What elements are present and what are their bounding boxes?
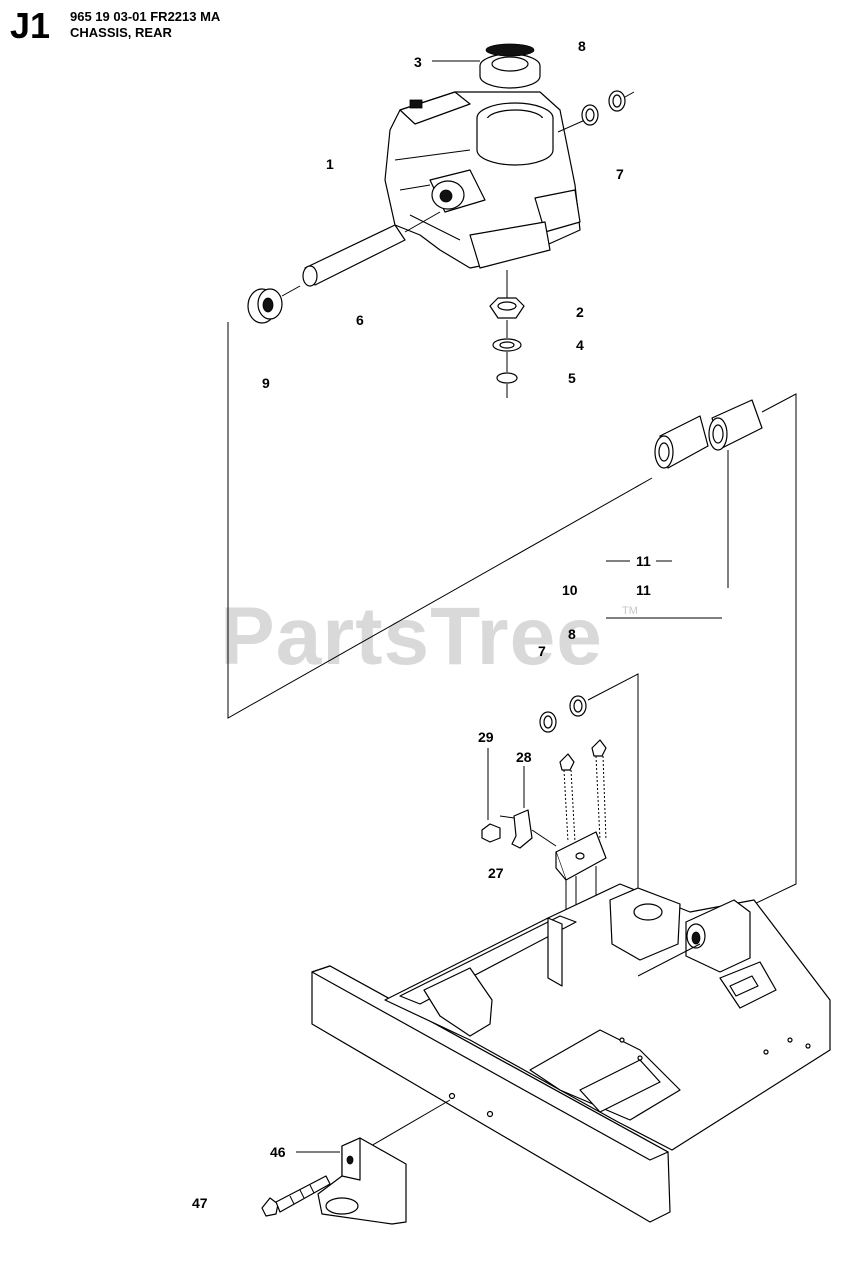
part-shaft-6 <box>302 211 441 287</box>
part-axle-housing-1 <box>384 91 581 269</box>
callout-4: 4 <box>576 337 584 353</box>
callout-7-middle: 7 <box>538 643 546 659</box>
callout-6: 6 <box>356 312 364 328</box>
model-line: 965 19 03-01 FR2213 MA <box>70 9 221 24</box>
part-seals-top <box>557 90 635 133</box>
callout-46: 46 <box>270 1144 286 1160</box>
assembly-line-center <box>587 673 639 976</box>
callout-11-upper: 11 <box>636 553 651 569</box>
callout-2: 2 <box>576 304 584 320</box>
callout-8-middle: 8 <box>568 626 576 642</box>
callout-8: 8 <box>578 38 586 54</box>
callout-5: 5 <box>568 370 576 386</box>
assembly-line-left <box>227 322 653 719</box>
callout-9: 9 <box>262 375 270 391</box>
part-bolt-47 <box>261 1175 331 1217</box>
watermark-trademark: TM <box>622 605 638 617</box>
part-bushing-9 <box>247 285 301 324</box>
part-hitch-bracket-46 <box>296 1099 451 1225</box>
callout-10: 10 <box>562 582 578 598</box>
part-chassis-frame <box>311 883 831 1223</box>
watermark: PartsTree <box>220 591 603 682</box>
page-code: J1 <box>10 5 51 46</box>
callout-29: 29 <box>478 729 494 745</box>
callout-3: 3 <box>414 54 422 70</box>
section-title: CHASSIS, REAR <box>70 25 172 40</box>
part-bushings-11 <box>654 399 763 469</box>
callout-7: 7 <box>616 166 624 182</box>
part-seals-middle <box>539 695 587 733</box>
callout-27: 27 <box>488 865 504 881</box>
callout-47: 47 <box>192 1195 208 1211</box>
callout-1: 1 <box>326 156 334 172</box>
assembly-line-right <box>699 393 797 931</box>
part-bracket-27-assembly <box>481 739 607 940</box>
part-nut-washers <box>489 270 525 398</box>
part-bearing-3 <box>479 43 541 89</box>
callout-28: 28 <box>516 749 532 765</box>
callout-11-lower: 11 <box>636 582 651 598</box>
